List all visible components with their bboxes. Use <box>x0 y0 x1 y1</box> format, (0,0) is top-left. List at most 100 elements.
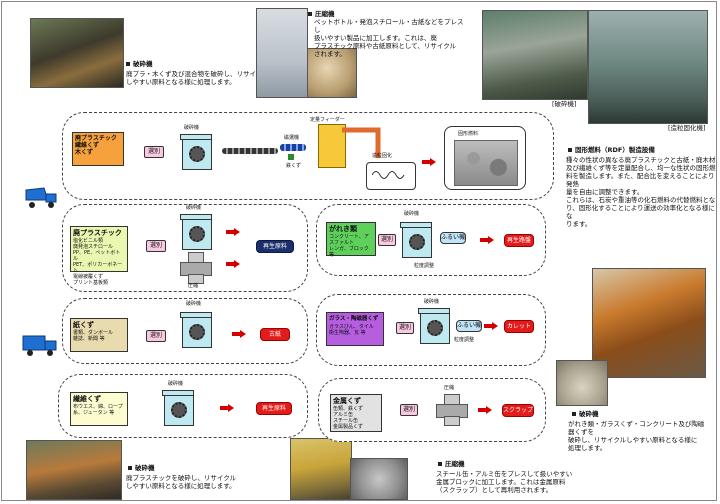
output-box-glass: カレット <box>504 320 534 333</box>
source-box-rdf: 廃プラスチック 繊維くず 木くず <box>72 132 124 166</box>
caption-text-top-mid: ペットボトル・発泡スチロール・古紙などをプレスし 扱いやすい製品に加工します。こ… <box>314 18 464 58</box>
crusher-machine-glass <box>418 308 450 344</box>
crusher-label-paper: 破砕機 <box>186 301 202 307</box>
crusher-label-rdf: 破砕機 <box>184 125 200 131</box>
caption-title-right-mid: 破砕機 <box>572 408 599 418</box>
sort-tag-metal: 選別 <box>400 404 418 416</box>
arrow-paper <box>232 330 246 338</box>
sort-tag-plastic: 選別 <box>146 240 166 252</box>
output-box-metal: スクラップ <box>502 404 534 417</box>
sort-tag-glass: 選別 <box>396 322 414 334</box>
sort-tag-rdf: 選別 <box>144 146 164 158</box>
iron-scrap-marker <box>288 154 294 160</box>
crusher-machine-plastic <box>180 214 212 250</box>
source-title-plastic: 廃プラスチック <box>73 229 122 237</box>
arrow-metal <box>478 406 492 414</box>
feeder-label: 定量フィーダー <box>310 117 345 123</box>
photo-crusher-top-left <box>30 18 124 88</box>
caption-title-bottom-mid: 圧縮機 <box>438 458 465 468</box>
crusher-gear-icon <box>171 402 187 418</box>
photo-crusher-bottom-left <box>26 440 122 500</box>
magnet-label: 磁選機 <box>284 135 300 141</box>
source-detail-fiber: 布ウエス、綿、ロープ 糸、ジュータン 等 <box>73 404 123 416</box>
press-machine-metal <box>436 394 468 426</box>
feeder-pipe <box>342 127 381 158</box>
crusher-label-fiber: 破砕機 <box>168 381 184 387</box>
photo-metal-press <box>290 438 352 500</box>
caption-text-bottom-mid: スチール缶・アルミ缶をプレスして扱いやすい 金属ブロックに加工します。これは金属… <box>436 470 573 494</box>
caption-text-rdf: 種々の性状の異なる廃プラスチックと古紙・廃木材 及び繊維くず等を定量配合し、均一… <box>566 156 716 228</box>
output-box-plastic: 再生原料 <box>256 240 294 253</box>
iron-scrap-label: 鉄くず <box>286 163 302 169</box>
granulator-label: 造粒固化 <box>372 153 393 159</box>
crusher-machine-rdf <box>180 134 212 170</box>
crusher-machine-fiber <box>162 390 194 426</box>
source-box-fiber: 繊維くず布ウエス、綿、ロープ 糸、ジュータン 等 <box>70 392 128 426</box>
caption-title-rdf: 固形燃料（RDF）製造設備 <box>568 144 655 154</box>
photo-mobile-crusher <box>592 268 706 378</box>
caption-title-top-left: 破砕機 <box>126 58 153 68</box>
press-machine-plastic <box>180 252 212 284</box>
crusher-label-plastic: 破砕機 <box>186 205 202 211</box>
photo-metal-blocks <box>350 458 408 500</box>
crusher-machine-paper <box>180 312 212 348</box>
source-detail-paper: 書類、ダンボール 雑誌、新聞 等 <box>73 330 114 342</box>
caption-text-top-left: 廃プラ・木くず及び混合物を破砕し、リサイクル しやすい原料となる様に処理します。 <box>126 70 269 86</box>
product-rdf-label: 固形燃料 <box>458 131 479 137</box>
rdf-pellets-photo <box>454 140 518 186</box>
source-detail-rubble: コンクリート、アスファルト レンガ、ブロック 等 <box>329 234 369 258</box>
source-title-fiber: 繊維くず <box>73 395 101 403</box>
source-box-plastic: 廃プラスチック塩化ビニル類 廃発泡スチロール PP、PE、ペットボトル PET、… <box>70 226 128 286</box>
quantitative-feeder <box>318 124 346 168</box>
crusher-gear-icon <box>189 146 205 162</box>
source-detail-plastic: 塩化ビニル類 廃発泡スチロール PP、PE、ペットボトル PET、ポリカーボネー… <box>73 238 123 286</box>
source-title-paper: 紙くず <box>73 321 94 329</box>
granulator-machine <box>366 162 416 190</box>
press-label-plastic: 圧縮 <box>188 283 199 289</box>
press-label-metal: 圧縮 <box>444 385 455 391</box>
source-title-metal: 金属くず <box>333 397 361 405</box>
output-box-paper: 古紙 <box>260 328 290 341</box>
dump-truck-icon <box>25 187 57 208</box>
source-title-rubble: がれき類 <box>329 225 357 233</box>
grading-label-rubble: 粒度調整 <box>414 263 435 269</box>
photo-crushed-aggregate <box>556 360 608 406</box>
crusher-label-glass: 破砕機 <box>424 299 440 305</box>
source-detail-metal: 缶類、鉄くず アルミ缶 スチール缶 金属製品くず <box>333 406 364 430</box>
photo-compressed-bales <box>307 48 357 98</box>
sort-tag-paper: 選別 <box>146 330 166 342</box>
photo-compactor-machine <box>256 8 308 98</box>
arrow-to-product-rdf <box>422 158 436 166</box>
caption-label-crusher: [破砕機] <box>552 100 577 108</box>
source-box-metal: 金属くず缶類、鉄くず アルミ缶 スチール缶 金属製品くず <box>330 394 382 432</box>
magnetic-separator <box>280 144 306 151</box>
caption-title-top-mid: 圧縮機 <box>308 8 335 18</box>
crusher-machine-rubble <box>400 222 432 258</box>
screen-tag-rubble: ふるい機 <box>440 232 466 244</box>
source-title-rdf: 廃プラスチック 繊維くず 木くず <box>75 135 117 156</box>
source-box-rubble: がれき類コンクリート、アスファルト レンガ、ブロック 等 <box>326 222 376 258</box>
crusher-gear-icon <box>189 226 205 242</box>
caption-title-bottom-left: 破砕機 <box>128 462 155 472</box>
crusher-gear-icon <box>427 320 443 336</box>
photo-crusher-top-right <box>482 10 588 100</box>
caption-label-granulator: [造粒固化機] <box>668 124 706 132</box>
arrow-fiber <box>220 404 234 412</box>
photo-granulator-top-right <box>588 10 708 124</box>
arrow-plastic-2 <box>226 260 240 268</box>
source-detail-glass: ガラスびん、タイル 衛生陶器、瓦 等 <box>329 324 374 336</box>
crusher-gear-icon <box>409 234 425 250</box>
box-truck-icon <box>22 335 57 356</box>
grading-label-glass: 粒度調整 <box>454 337 475 343</box>
screen-tag-glass: ふるい機 <box>456 320 482 332</box>
arrow-glass <box>484 322 498 330</box>
source-title-glass: ガラス・陶磁器くず <box>329 316 379 322</box>
crusher-gear-icon <box>189 324 205 340</box>
caption-text-right-mid: がれき類・ガラスくず・コンクリート及び陶磁器くずを 破砕し、リサイクルしやすい原… <box>568 420 705 452</box>
sort-tag-rubble: 選別 <box>378 234 396 246</box>
crusher-label-rubble: 破砕機 <box>404 211 420 217</box>
belt-conveyor <box>222 148 278 154</box>
source-box-glass: ガラス・陶磁器くずガラスびん、タイル 衛生陶器、瓦 等 <box>326 312 384 346</box>
output-box-rubble: 再生路盤 <box>504 234 534 247</box>
caption-text-bottom-left: 廃プラスチックを破砕し、リサイクル しやすい原料となる様に処理します。 <box>126 474 237 490</box>
